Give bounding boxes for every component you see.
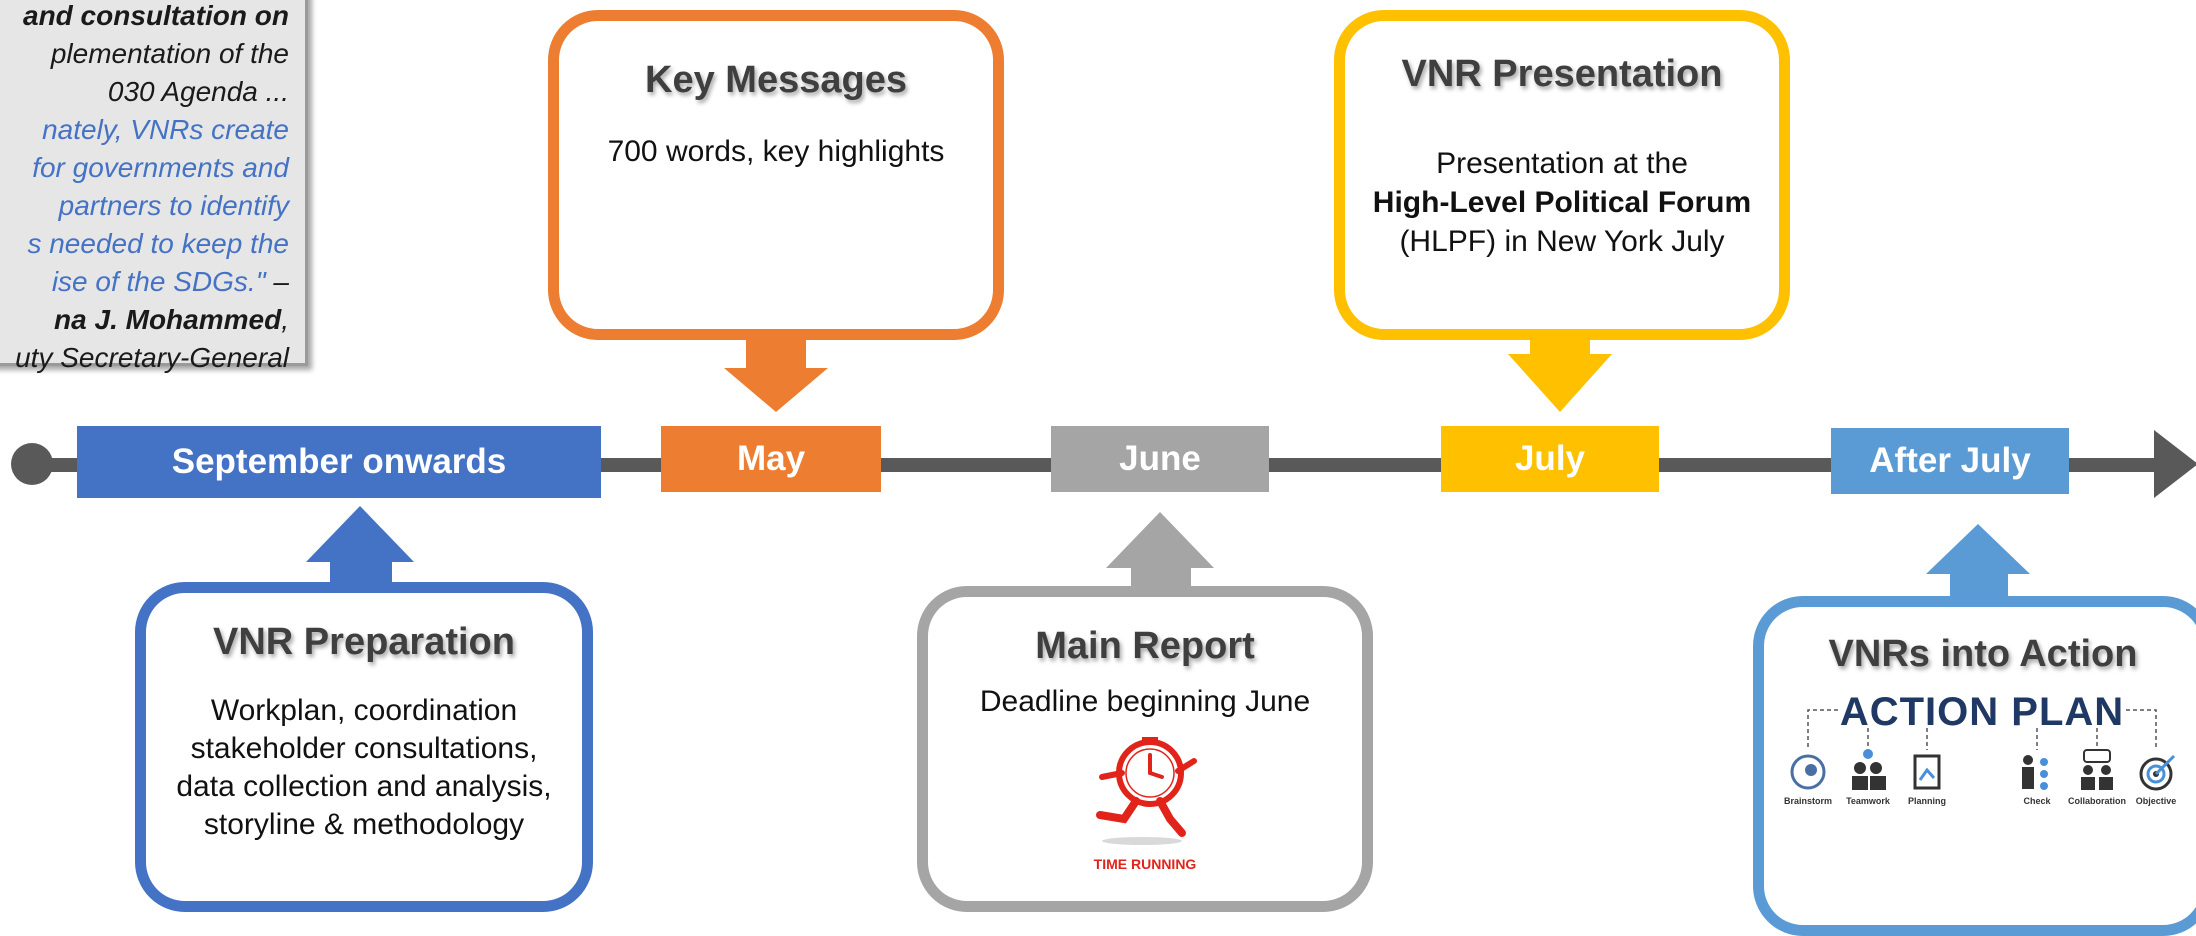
key-messages-arrow-stem [746,338,806,370]
action-plan-label: Collaboration [2068,796,2126,806]
running-clock-icon [1096,737,1197,845]
vnr-presentation-title: VNR Presentation [1401,53,1723,95]
vnr-presentation-line: Presentation at the [1436,147,1688,180]
key-messages-title: Key Messages [645,59,907,101]
key-messages-arrow-head [724,368,828,412]
action-plan-label: Teamwork [1846,796,1890,806]
vnr-preparation-line: data collection and analysis, [176,770,552,803]
objective-icon [2139,754,2176,791]
teamwork-icon [1852,749,1886,790]
vnrs-into-action-title: VNRs into Action [1828,633,2138,675]
vnr-presentation-arrow-head [1508,354,1612,412]
action-plan-graphic: ACTION PLAN Brainstorm Teamwork Planning… [1782,690,2182,840]
vnr-preparation-line: stakeholder consultations, [190,732,538,765]
quote-author-title: uty Secretary-General [15,342,289,373]
main-report-box: Main Report Deadline beginning June TIME… [917,586,1373,912]
action-plan-label: Check [2023,796,2051,806]
action-plan-title: ACTION PLAN [1839,690,2125,734]
vnr-preparation-title: VNR Preparation [213,621,515,663]
quote-author: na J. Mohammed, [54,304,289,335]
vnr-presentation-box: VNR Presentation Presentation at the Hig… [1334,10,1790,340]
brainstorm-icon [1790,754,1826,790]
key-messages-box: Key Messages 700 words, key highlights [548,10,1004,340]
vnrs-into-action-box: VNRs into Action [1753,596,2196,936]
timeline-arrowhead [2154,430,2196,498]
timeline-start-dot [11,443,53,485]
quote-line: nately, VNRs create [42,114,289,145]
vnr-preparation-line: storyline & methodology [203,808,525,841]
time-running-illustration: TIME RUNNING [1080,737,1210,877]
vnr-preparation-box: VNR Preparation Workplan, coordination s… [135,582,593,912]
quote-line: ise of the SDGs." – [51,266,289,297]
vnrs-into-action-arrow-head [1926,524,2030,574]
main-report-text: Deadline beginning June [979,685,1311,718]
planning-icon [1913,754,1941,790]
main-report-title: Main Report [1035,625,1255,667]
timeline-label-may: May [661,426,881,492]
action-plan-connectors [1790,709,2176,791]
time-running-caption: TIME RUNNING [1093,856,1197,872]
vnr-preparation-arrow-head [306,506,414,562]
vnr-presentation-line: (HLPF) in New York July [1399,225,1725,258]
vnr-preparation-arrow-stem [330,560,392,586]
quote-line: plementation of the [50,38,289,69]
quote-line: for governments and [32,152,289,183]
key-messages-text: 700 words, key highlights [607,135,945,168]
collaboration-icon [2081,749,2113,790]
vnr-presentation-line: High-Level Political Forum [1372,186,1752,219]
quote-line: partners to identify [58,190,289,221]
quote-box: and consultation on plementation of the … [0,0,308,373]
action-plan-label: Planning [1908,796,1946,806]
main-report-arrow-head [1106,512,1214,568]
vnr-presentation-arrow-stem [1530,338,1590,356]
timeline-label-july: July [1441,426,1659,492]
timeline-label-after-july: After July [1831,428,2069,494]
vnr-preparation-line: Workplan, coordination [210,694,518,727]
timeline-label-june: June [1051,426,1269,492]
quote-line: 030 Agenda ... [107,76,289,107]
check-icon [2022,755,2048,790]
action-plan-label: Brainstorm [1783,796,1832,806]
quote-line: s needed to keep the [27,228,289,259]
timeline-label-september: September onwards [77,426,601,498]
action-plan-label: Objective [2135,796,2177,806]
quote-line: and consultation on [23,0,289,31]
